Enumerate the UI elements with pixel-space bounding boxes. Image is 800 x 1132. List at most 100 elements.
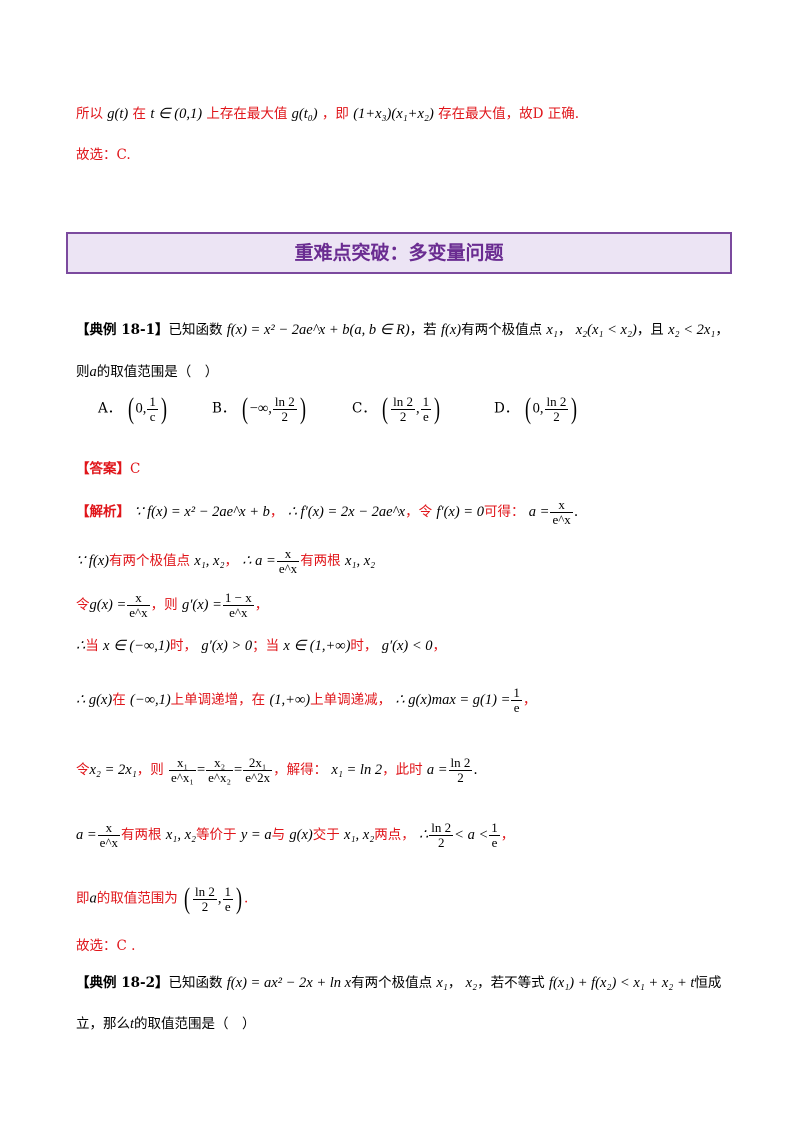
formula: f(x) (440, 322, 462, 338)
formula: x ∈ (1,+∞) (283, 638, 351, 654)
text: 令 (76, 762, 90, 778)
example-18-1-question: 【典例 18-1】已知函数 f(x) = x² − 2ae^x + b(a, b… (76, 320, 729, 340)
text: ，即 (321, 106, 349, 122)
text: 所以 (76, 106, 103, 122)
formula: t (130, 1016, 135, 1032)
text: 即 (76, 890, 90, 907)
formula: g(x) = (89, 597, 127, 613)
formula: g′(x) > 0 (201, 638, 253, 654)
text: ，若不等式 (477, 975, 545, 991)
text: 有两个极值点 (351, 975, 433, 991)
formula: g(t) (107, 106, 129, 122)
formula: ∴ f′(x) = 2x − 2ae^x (287, 504, 406, 520)
formula: g(t₀) (291, 106, 318, 122)
formula: x ∈ (−∞,1) (103, 638, 171, 654)
option-label: C． (352, 400, 376, 417)
text: 有两个极值点 (108, 553, 190, 569)
text: ，则 (136, 762, 164, 778)
text: . (473, 762, 478, 778)
text: 等价于 (196, 827, 237, 843)
paren-right: ) (571, 392, 578, 425)
formula: ∵ f(x) = x² − 2ae^x + b (134, 504, 270, 520)
example-tag: 【典例 18-1】 (76, 322, 169, 338)
paren-left: ( (382, 392, 389, 425)
formula: ∴ g(x)max = g(1) = (395, 692, 511, 708)
text: 则 (76, 364, 90, 380)
text: ，解得： (273, 762, 328, 778)
text: 的取值范围为 (96, 890, 178, 907)
formula: ∴ (76, 638, 86, 654)
option-label: B． (212, 400, 236, 417)
text: 立，那么 (76, 1016, 130, 1032)
formula: x₁ (546, 322, 558, 338)
text: 上存在最大值 (206, 106, 288, 122)
text: 恒成 (694, 975, 722, 991)
formula: f(x) = x² − 2ae^x + b(a, b ∈ R) (226, 322, 410, 338)
formula: t ∈ (0,1) (150, 106, 203, 122)
text: ， (254, 597, 269, 613)
analysis-step-5: ∴ g(x)在 (−∞,1)上单调递增，在 (1,+∞)上单调递减， ∴ g(x… (76, 686, 536, 715)
text: 当 (85, 638, 99, 654)
text: 时， (170, 638, 198, 654)
text: 可得： (483, 504, 525, 520)
text: ， (715, 322, 729, 338)
text: 的取值范围是（ ） (96, 364, 219, 380)
text: . (244, 890, 249, 907)
paren-right: ) (434, 392, 441, 425)
formula: y = a (240, 827, 272, 843)
paren-left: ( (241, 392, 248, 425)
formula: < a < (454, 827, 489, 843)
formula: (1,+∞) (269, 692, 311, 708)
paren-right: ) (160, 392, 167, 425)
formula: 0, (532, 400, 544, 417)
example-18-2-question-cont: 立，那么t的取值范围是（ ） (76, 1014, 256, 1034)
formula: −∞, (249, 400, 272, 417)
text: 有两根 (121, 827, 162, 843)
text: 上单调递减， (310, 692, 392, 708)
answer-value: C (130, 461, 141, 477)
text: ， (224, 553, 239, 569)
formula: ∵ f(x) (76, 553, 109, 569)
formula: g′(x) = (181, 597, 222, 613)
formula: x₁, x₂ (165, 827, 197, 843)
formula: x₁, x₂ (344, 827, 375, 843)
formula: x₁, x₂ (194, 553, 225, 569)
formula: a = (76, 827, 97, 843)
choice-line-2: 故选：C . (76, 938, 136, 954)
formula: ∴ a = (242, 553, 276, 569)
formula: g(x) (289, 827, 313, 843)
text: 已知函数 (168, 322, 223, 338)
text: ；当 (252, 638, 280, 654)
paren-left: ( (184, 882, 191, 915)
text: 与 (271, 827, 286, 843)
text: ，若 (409, 322, 437, 338)
text: ， (557, 322, 572, 338)
paren-right: ) (299, 392, 306, 425)
section-title: 重难点突破：多变量问题 (294, 242, 504, 264)
analysis-step-4: ∴当 x ∈ (−∞,1)时， g′(x) > 0；当 x ∈ (1,+∞)时，… (76, 636, 446, 656)
section-header: 重难点突破：多变量问题 (66, 232, 732, 274)
formula: a (89, 890, 97, 907)
text: 两点， (374, 827, 415, 843)
